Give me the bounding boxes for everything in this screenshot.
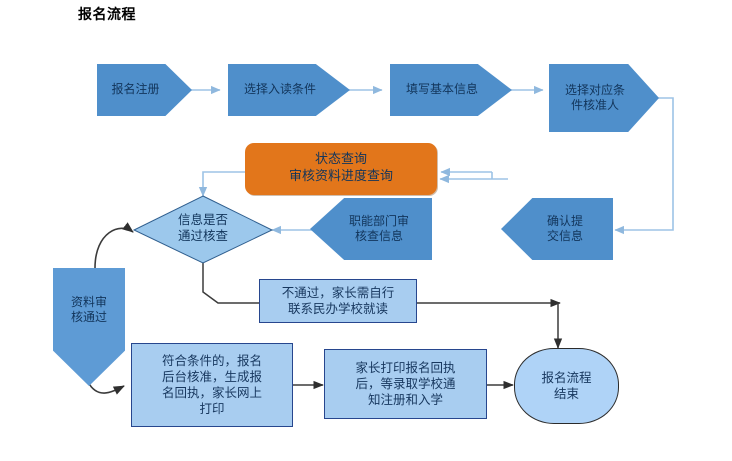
node-choose-condition-label: 选择入读条件 [243, 82, 316, 97]
node-rejected-label: 不通过，家长需自行 联系民办学校就读 [281, 285, 395, 316]
connector-status-feedback [440, 167, 493, 179]
node-rejected[interactable]: 不通过，家长需自行 联系民办学校就读 [259, 279, 417, 323]
node-print-receipt-label: 家长打印报名回执 后，等录取学校通 知注册和入学 [355, 360, 456, 407]
connector-approved-to-decision [94, 222, 134, 269]
connector-status-to-decision [198, 171, 246, 197]
node-status-query[interactable]: 状态查询 审核资料进度查询 [245, 143, 437, 195]
decision-diamond-shape [132, 195, 274, 264]
node-qualified-label: 符合条件的，报名 后台核准，生成报 名回执，家长网上 打印 [161, 353, 262, 416]
node-decision-check-label: 信息是否 通过核查 [177, 212, 228, 244]
page-title: 报名流程 [78, 7, 136, 23]
node-choose-approver-label: 选择对应条 件核准人 [564, 82, 625, 112]
connector-approved-to-qualified [87, 381, 125, 395]
node-decision-check[interactable]: 信息是否 通过核查 [134, 196, 272, 264]
node-end-label: 报名流程 结束 [541, 370, 592, 401]
node-register-label: 报名注册 [111, 82, 160, 97]
connector-approver-to-confirm [614, 97, 674, 235]
connector-dept-to-status [440, 172, 508, 179]
node-fill-info-label: 填写基本信息 [405, 82, 478, 97]
node-status-query-label: 状态查询 审核资料进度查询 [288, 152, 393, 184]
node-qualified[interactable]: 符合条件的，报名 后台核准，生成报 名回执，家长网上 打印 [131, 343, 293, 427]
node-end[interactable]: 报名流程 结束 [514, 348, 619, 424]
node-confirm-submit-label: 确认提 交信息 [546, 213, 583, 243]
node-dept-review-label: 职能部门审 核查信息 [348, 213, 409, 243]
node-print-receipt[interactable]: 家长打印报名回执 后，等录取学校通 知注册和入学 [324, 349, 487, 419]
node-approved-label: 资料审 核通过 [70, 294, 107, 324]
